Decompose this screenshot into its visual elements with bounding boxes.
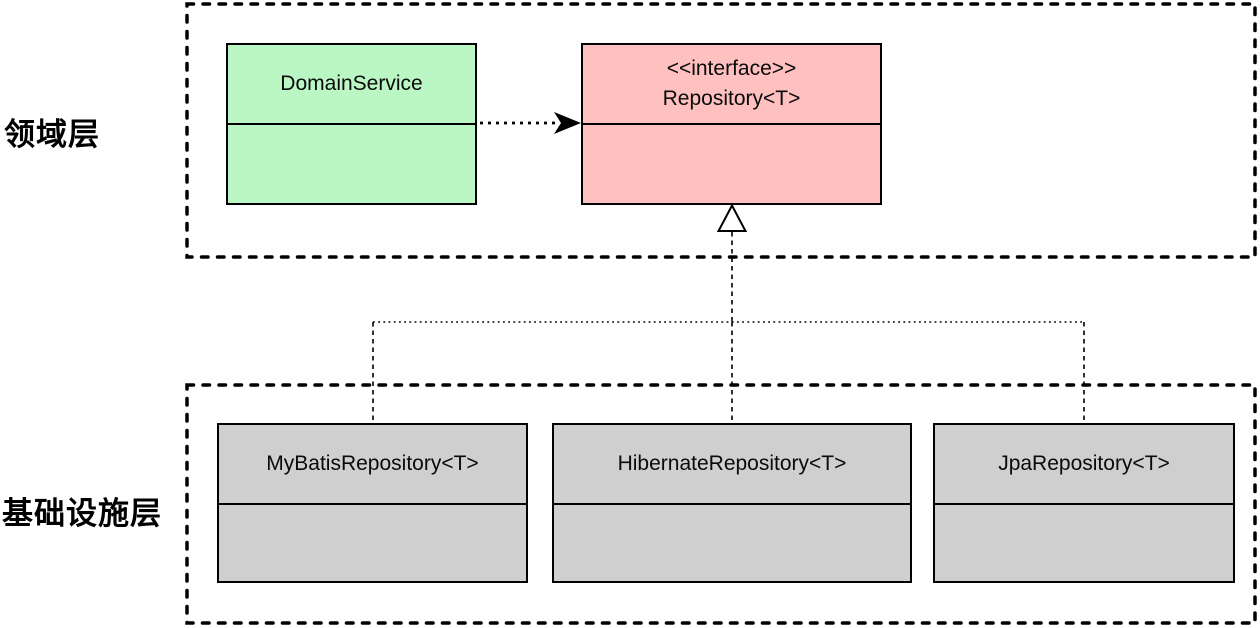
class-box-body [219, 503, 526, 581]
class-box-jparepository: JpaRepository<T> [933, 423, 1235, 583]
class-box-domainservice: DomainService [226, 43, 477, 205]
class-name: HibernateRepository<T> [617, 452, 847, 476]
class-name: Repository<T> [662, 87, 801, 110]
class-name: MyBatisRepository<T> [266, 452, 479, 476]
class-box-hibernaterepository: HibernateRepository<T> [552, 423, 912, 583]
class-box-body [935, 503, 1233, 581]
class-box-body [554, 503, 910, 581]
domain-layer-label: 领域层 [4, 117, 100, 152]
infrastructure-layer-label: 基础设施层 [2, 496, 162, 531]
class-box-body [228, 123, 475, 203]
class-box-title: JpaRepository<T> [935, 425, 1233, 503]
class-box-body [583, 123, 880, 203]
class-box-title: HibernateRepository<T> [554, 425, 910, 503]
class-box-mybatisrepository: MyBatisRepository<T> [217, 423, 528, 583]
realization-triangle-icon [716, 203, 748, 232]
class-box-title: MyBatisRepository<T> [219, 425, 526, 503]
class-box-repository-interface: <<interface>> Repository<T> [581, 43, 882, 205]
class-box-title: DomainService [228, 45, 475, 123]
dependency-arrowhead-icon [554, 112, 581, 134]
class-name: DomainService [280, 72, 423, 96]
class-name: JpaRepository<T> [998, 452, 1170, 476]
class-box-title: <<interface>> Repository<T> [583, 45, 880, 123]
interface-stereotype: <<interface>> [666, 57, 797, 81]
